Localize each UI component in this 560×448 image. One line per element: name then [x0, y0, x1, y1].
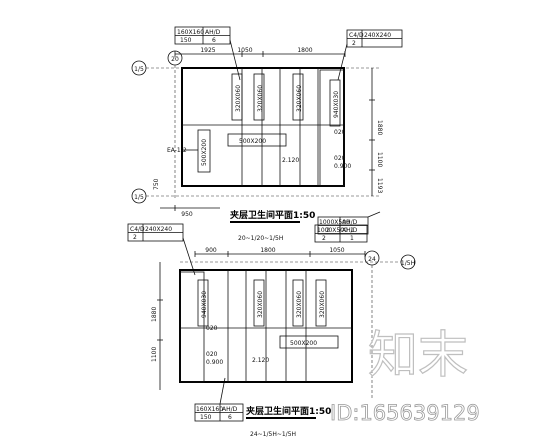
value-label: 020: [206, 351, 218, 358]
dim: 1800: [260, 247, 275, 254]
axis-left-bottom-label: 1/5: [134, 194, 144, 201]
duct-label: 320X060: [235, 85, 242, 112]
dims-right: 1880 1100 1193: [369, 68, 383, 196]
watermark: 知末 ID:165639129: [330, 325, 480, 425]
tag-v1: 2: [352, 40, 356, 47]
duct-label: 320X060: [296, 291, 303, 318]
tag-v1: 150: [200, 414, 212, 421]
duct-label: 940X030: [201, 291, 208, 318]
tag-code: AH/D: [342, 219, 358, 226]
dim: 1050: [237, 47, 252, 54]
tag-size: 240X240: [364, 32, 391, 39]
ref-line: 24~1/5H~1/5H: [250, 431, 296, 438]
dim-left: 750: [153, 178, 160, 190]
ea-label: EA-1-2: [167, 147, 187, 154]
duct-main-label: 500X200: [290, 340, 317, 347]
tag-size: 1000X500: [319, 219, 350, 226]
tag-size: 160X160: [177, 29, 204, 36]
value-label: 0.900: [334, 163, 351, 170]
tag-size: 1000X500: [317, 227, 348, 234]
dim-bottom: 950 750: [153, 178, 220, 218]
duct-label: 320X060: [296, 85, 303, 112]
level-label: 2.120: [252, 357, 269, 364]
duct-label: 320X060: [319, 291, 326, 318]
plan-bottom: 24 1/5H C4/D 240X240 2 1000X500 AH/D 2 1: [127, 223, 416, 438]
dim: 1100: [151, 347, 158, 362]
tag-v2: 1: [350, 235, 354, 242]
tag-size: 160X160: [196, 406, 223, 413]
tag-v2: 6: [228, 414, 232, 421]
tag-v1: 2: [322, 235, 326, 242]
tag-code: AH/D: [205, 29, 221, 36]
tag-v1: 2: [133, 234, 137, 241]
dim: 1100: [376, 152, 383, 167]
axis-top-marker: 24: [364, 250, 380, 400]
axis-left-label: 1/5: [134, 66, 144, 73]
dim: 1193: [376, 178, 383, 193]
duct-label: 320X060: [257, 85, 264, 112]
tag-v2: 1: [350, 227, 354, 234]
tag-v2: 6: [212, 37, 216, 44]
duct-label: 940X030: [333, 91, 340, 118]
tag-left: C4/D 240X240 2: [127, 223, 196, 276]
ducts: 940X030 320X060 320X060 320X060 500X200: [197, 279, 339, 349]
walls: [181, 67, 345, 187]
dim: 1800: [297, 47, 312, 54]
axis-top-marker: 20: [167, 50, 183, 200]
level-label: 2.120: [282, 157, 299, 164]
axis-top-label: 20: [171, 56, 179, 63]
dims-top: 1925 1050 1800: [174, 47, 346, 57]
tag-v1: 2: [326, 227, 330, 234]
axis-left-bottom-marker: 1/5: [131, 188, 380, 204]
tag-right: 1000X500 AH/D 2 1: [314, 224, 368, 243]
tag-code: AH/D: [342, 227, 358, 234]
tag-code: C4/D: [349, 32, 364, 39]
value-label: 020: [334, 129, 346, 136]
duct-label: 320X060: [257, 291, 264, 318]
dim: 1925: [200, 47, 215, 54]
tag-top-left: 160X160 AH/D 150 6: [174, 26, 241, 81]
plan-title: 夹层卫生间平面1:50: [230, 209, 315, 221]
dims-top: 900 1800 1050: [194, 247, 366, 257]
plan-top: 20 1/5 1/5 160X160 AH/D 150 6: [131, 26, 403, 242]
dim: 950: [181, 211, 193, 218]
value-label: 0.900: [206, 359, 223, 366]
tag-bottom: 160X160 AH/D 150 6: [194, 377, 244, 422]
tag-v1: 150: [180, 37, 192, 44]
dim: 1880: [376, 120, 383, 135]
dim: 1050: [329, 247, 344, 254]
duct-main-label: 500X200: [239, 138, 266, 145]
dim: 1880: [151, 307, 158, 322]
ducts: 320X060 320X060 320X060 940X030 500X200 …: [197, 73, 341, 173]
tag-code: AH/D: [222, 406, 238, 413]
watermark-id: ID:165639129: [330, 401, 480, 425]
walls: [179, 269, 353, 383]
watermark-brand: 知末: [368, 326, 468, 384]
duct-side-label: 500X200: [201, 139, 208, 166]
axis-right-marker: 1/5H: [180, 254, 416, 270]
dims-left: 1880 1100: [151, 262, 163, 390]
axis-right-label: 1/5H: [401, 260, 415, 267]
tag-size: 240X240: [145, 226, 172, 233]
tag-bottom: 1000X500 AH/D 2 1: [317, 211, 381, 235]
plan-title: 夹层卫生间平面1:50: [246, 405, 331, 417]
tag-top-right: C4/D 240X240 2: [337, 29, 403, 81]
value-label: 020: [206, 325, 218, 332]
value-label: 020: [334, 155, 346, 162]
axis-top-label: 24: [368, 256, 376, 263]
dim: 900: [205, 247, 217, 254]
ref-line: 20~1/20~1/5H: [238, 235, 283, 242]
tag-code: C4/D: [130, 226, 145, 233]
